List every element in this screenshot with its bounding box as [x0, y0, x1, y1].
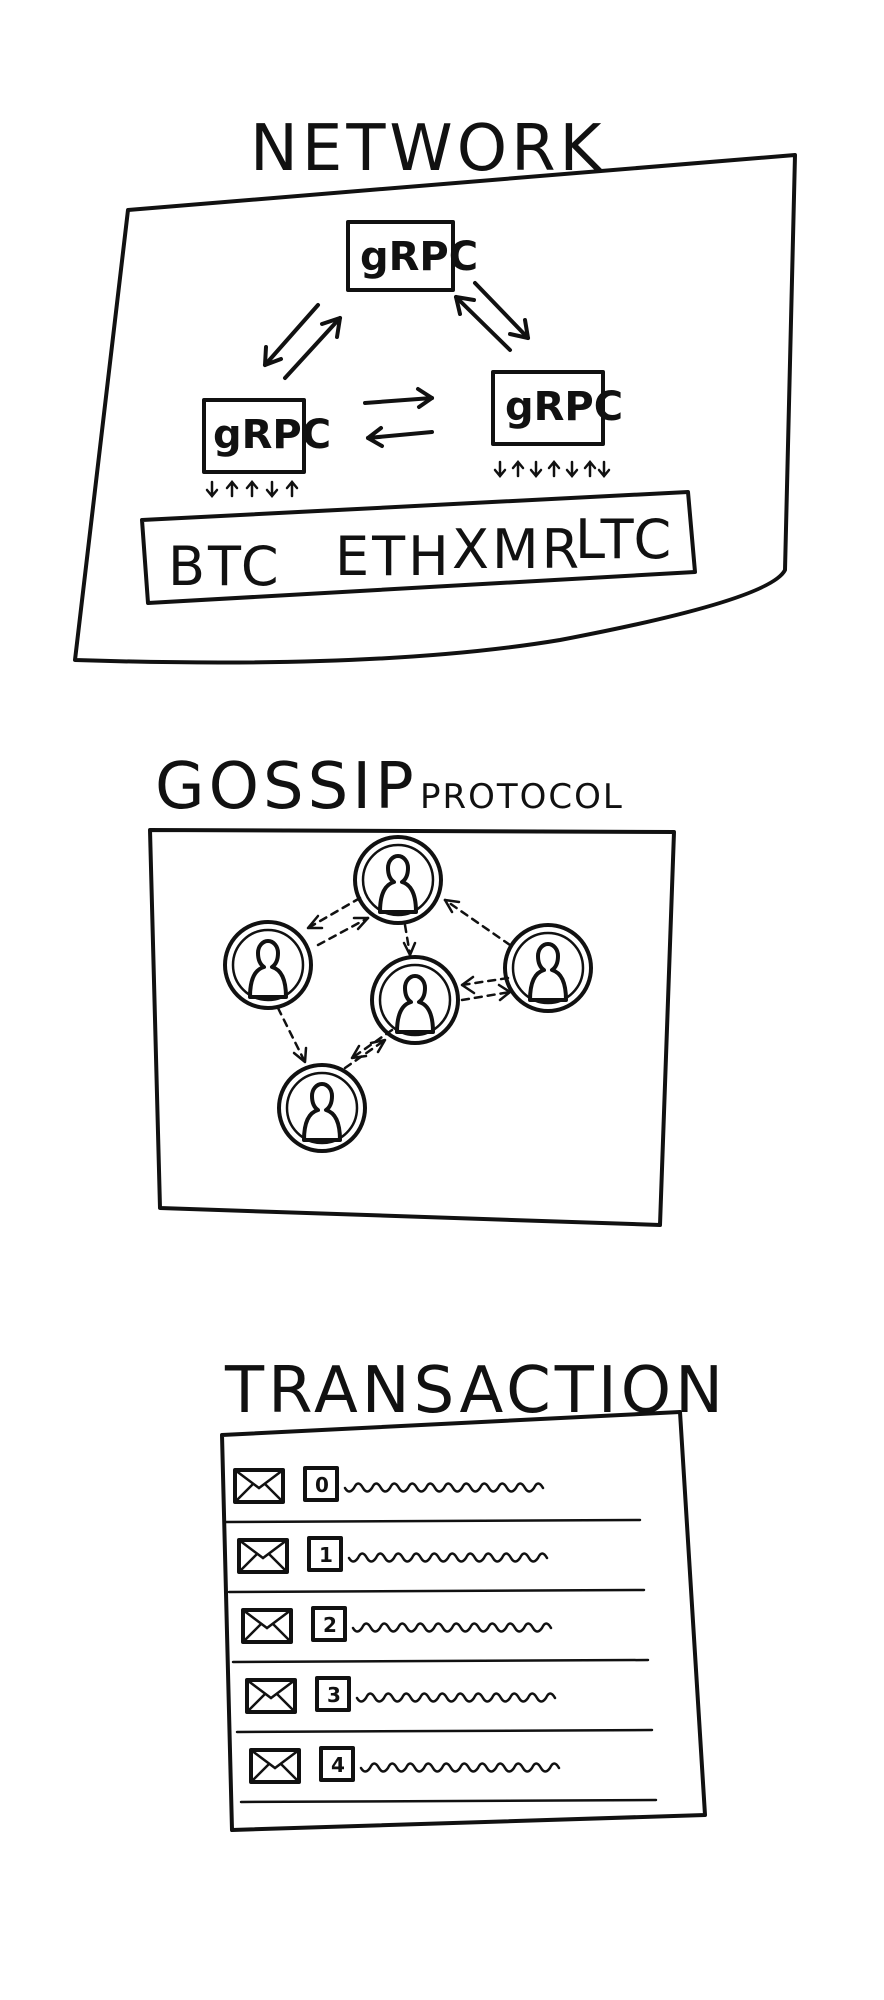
row-divider: [223, 1518, 642, 1524]
io-ticks-left: [205, 480, 299, 498]
gossip-section: GOSSIP PROTOCOL: [148, 750, 676, 1227]
row-index: 0: [315, 1473, 329, 1497]
index-box: [315, 1676, 351, 1712]
coin-ltc: LTC: [575, 508, 674, 571]
peer-left: [223, 920, 313, 1010]
scribble-text: [343, 1482, 545, 1493]
index-box: [311, 1606, 347, 1642]
envelope-icon: [233, 1468, 285, 1504]
grpc-node-right-label: gRPC: [505, 384, 623, 430]
grpc-node-top: gRPC: [346, 220, 478, 292]
gossip-title-sub: PROTOCOL: [420, 777, 624, 817]
io-ticks-right: [493, 460, 611, 478]
peer-center: [370, 955, 460, 1045]
network-title: NETWORK: [250, 112, 606, 186]
scribble-text: [351, 1622, 553, 1633]
row-index: 2: [323, 1613, 337, 1637]
scribble-text: [355, 1692, 557, 1703]
envelope-icon: [245, 1678, 297, 1714]
peer-right: [503, 923, 593, 1013]
transaction-row: 2: [231, 1606, 650, 1664]
coin-xmr: XMR: [452, 518, 582, 581]
coin-eth: ETH: [335, 525, 452, 588]
grpc-node-top-label: gRPC: [360, 234, 478, 280]
index-box: [319, 1746, 355, 1782]
network-frame: [73, 153, 797, 665]
grpc-node-right: gRPC: [491, 370, 623, 446]
arrow-left-top: [263, 303, 342, 380]
row-divider: [239, 1798, 658, 1804]
gossip-title-main: GOSSIP: [155, 750, 418, 824]
grpc-node-left: gRPC: [202, 398, 331, 474]
scribble-text: [347, 1552, 549, 1563]
transaction-section: TRANSACTION 0 1 2 3 4: [220, 1354, 727, 1832]
peer-bottom: [277, 1063, 367, 1153]
transaction-row: 1: [227, 1536, 646, 1594]
arrow-top-right: [454, 281, 530, 352]
scribble-text: [359, 1762, 561, 1773]
coin-btc: BTC: [168, 535, 282, 598]
transaction-row: 3: [235, 1676, 654, 1734]
envelope-icon: [237, 1538, 289, 1574]
index-box: [307, 1536, 343, 1572]
row-index: 1: [319, 1543, 333, 1567]
row-index: 4: [331, 1753, 345, 1777]
peer-top: [353, 835, 443, 925]
arrow-left-right: [363, 387, 434, 448]
transaction-row: 4: [239, 1746, 658, 1804]
row-divider: [235, 1728, 654, 1734]
coin-bar: [140, 490, 697, 605]
transaction-list: 0 1 2 3 4: [223, 1466, 658, 1804]
index-box: [303, 1466, 339, 1502]
envelope-icon: [241, 1608, 293, 1644]
row-divider: [231, 1658, 650, 1664]
row-index: 3: [327, 1683, 341, 1707]
envelope-icon: [249, 1748, 301, 1784]
transaction-title: TRANSACTION: [224, 1354, 727, 1428]
grpc-node-left-label: gRPC: [213, 412, 331, 458]
transaction-row: 0: [223, 1466, 642, 1524]
network-section: NETWORK gRPC gRPC gRPC: [73, 112, 797, 665]
gossip-frame: [148, 828, 676, 1227]
row-divider: [227, 1588, 646, 1594]
gossip-links: [276, 896, 512, 1070]
transaction-frame: [220, 1410, 707, 1832]
